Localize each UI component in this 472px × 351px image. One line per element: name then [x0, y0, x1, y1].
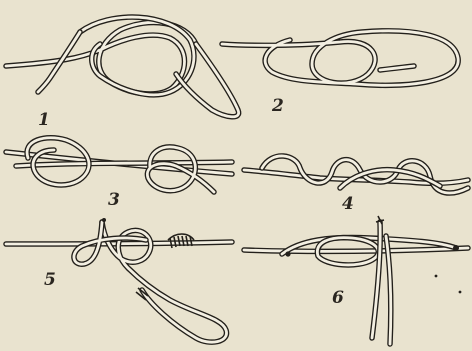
figure-1-knot: [6, 17, 239, 117]
figure-label-5: 5: [44, 272, 56, 289]
figure-6-knot: [244, 216, 468, 344]
figure-4-knot: [244, 156, 468, 193]
figure-label-2: 2: [272, 98, 284, 115]
figure-label-6: 6: [332, 290, 344, 307]
figure-label-3: 3: [108, 192, 120, 209]
figure-5-knot: [6, 218, 232, 342]
figure-label-4: 4: [342, 196, 354, 213]
figure-label-1: 1: [38, 112, 50, 129]
figure-3-knot: [6, 138, 232, 192]
figure-2-knot: [222, 31, 458, 85]
